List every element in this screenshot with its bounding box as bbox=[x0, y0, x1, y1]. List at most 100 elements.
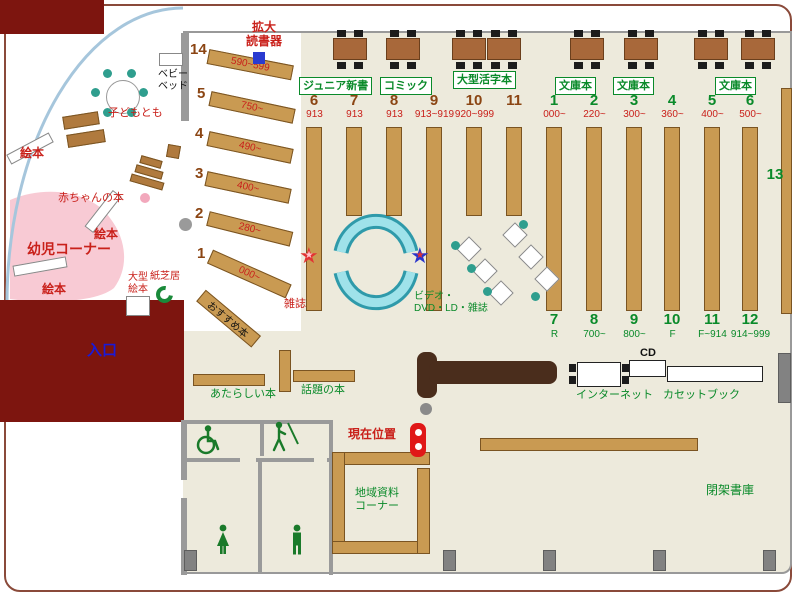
shelf-range: 400~ bbox=[701, 109, 724, 120]
shelf-range: 220~ bbox=[583, 109, 606, 120]
magnifier-label: 拡大 読書器 bbox=[245, 20, 282, 49]
chair-icon bbox=[491, 62, 500, 69]
shelf-range: 300~ bbox=[623, 109, 646, 120]
shelf-number: 12 bbox=[741, 311, 759, 328]
shelf-number: 7 bbox=[349, 92, 359, 109]
shelf-number: 5 bbox=[197, 85, 206, 102]
chair-dot bbox=[91, 88, 100, 97]
shelf-number: 6 bbox=[309, 92, 319, 109]
chair-dot bbox=[139, 88, 148, 97]
chair-icon bbox=[407, 62, 416, 69]
shelf-number: 7 bbox=[549, 311, 559, 328]
wall bbox=[329, 420, 333, 575]
chair-icon bbox=[698, 62, 707, 69]
chair-icon bbox=[762, 62, 771, 69]
service-counter bbox=[429, 361, 557, 384]
chair-icon bbox=[456, 62, 465, 69]
shelf-number: 2 bbox=[195, 205, 204, 222]
shelf-range: F bbox=[669, 329, 676, 340]
round-sofa-bottom bbox=[336, 270, 416, 308]
shelf-range: F~914 bbox=[698, 329, 727, 340]
shelf-range: 700~ bbox=[583, 329, 606, 340]
star-inner: ★ bbox=[415, 250, 425, 261]
local-materials-shelf bbox=[332, 452, 345, 554]
chair-icon bbox=[337, 30, 346, 37]
section-label-bunko: 文庫本 bbox=[613, 77, 654, 95]
internet-table bbox=[577, 362, 621, 387]
chair-icon bbox=[354, 30, 363, 37]
chair-icon bbox=[762, 30, 771, 37]
bookshelf-column bbox=[704, 127, 720, 311]
shelf-range: 800~ bbox=[623, 329, 646, 340]
shelf-number: 8 bbox=[389, 92, 399, 109]
reading-table bbox=[694, 38, 728, 60]
section-label-large-print: 大型活字本 bbox=[453, 71, 516, 89]
current-location-label: 現在位置 bbox=[348, 427, 397, 441]
local-materials-label: 地域資料 コーナー bbox=[355, 487, 399, 512]
shelf-number: 14 bbox=[190, 41, 207, 58]
chair-icon bbox=[745, 30, 754, 37]
shelf-range: 280~ bbox=[237, 220, 262, 237]
chair-dot bbox=[103, 69, 112, 78]
chair-icon bbox=[628, 62, 637, 69]
chair-icon bbox=[628, 30, 637, 37]
chair-dot bbox=[483, 287, 492, 296]
chair-icon bbox=[390, 62, 399, 69]
man-icon bbox=[293, 524, 301, 555]
video-dvd-label: ビデオ・ DVD・LD・雑誌 bbox=[414, 291, 488, 314]
shelf-range: 913 bbox=[386, 109, 403, 120]
pillar bbox=[543, 550, 556, 571]
woman-icon bbox=[217, 524, 229, 554]
baby-books-label: 赤ちゃんの本 bbox=[58, 192, 124, 204]
section-label-bunko: 文庫本 bbox=[715, 77, 756, 95]
magnifier-device bbox=[253, 52, 265, 64]
local-materials-shelf bbox=[332, 541, 430, 554]
topic-books-label: 話題の本 bbox=[301, 384, 345, 396]
chair-icon bbox=[715, 30, 724, 37]
pillar bbox=[184, 550, 197, 571]
entrance-label: 入口 bbox=[87, 342, 118, 359]
bookshelf-column bbox=[742, 127, 758, 311]
wall bbox=[181, 33, 189, 121]
pillar-round bbox=[420, 403, 432, 415]
section-label-comic: コミック bbox=[380, 77, 432, 95]
bookshelf-column bbox=[546, 127, 562, 311]
round-sofa-top bbox=[336, 216, 416, 254]
wall bbox=[260, 420, 264, 456]
current-location-marker bbox=[410, 423, 426, 457]
chair-icon bbox=[456, 30, 465, 37]
chair-icon bbox=[745, 62, 754, 69]
cassette-label: カセットブック bbox=[663, 389, 740, 401]
infant-corner-label: 幼児コーナー bbox=[27, 241, 111, 257]
curved-wall bbox=[5, 6, 184, 304]
chair-icon bbox=[591, 30, 600, 37]
chair-dot bbox=[127, 108, 136, 117]
shelf-number: 4 bbox=[195, 125, 204, 142]
shelf-number: 3 bbox=[195, 165, 204, 182]
kids-stool bbox=[165, 143, 182, 160]
bookshelf-column bbox=[346, 127, 362, 216]
reading-table bbox=[452, 38, 486, 60]
shelf-range: 914~999 bbox=[730, 329, 771, 340]
shelf-range: 913~919 bbox=[414, 109, 455, 120]
shelf-number: 10 bbox=[663, 311, 681, 328]
entrance-block bbox=[0, 300, 184, 422]
shelf-number: 1 bbox=[197, 245, 206, 262]
chair-icon bbox=[622, 364, 629, 372]
bookshelf-column bbox=[586, 127, 602, 311]
reading-table bbox=[741, 38, 775, 60]
chair-icon bbox=[622, 376, 629, 384]
chair-icon bbox=[645, 30, 654, 37]
kamishibai-label: 紙芝居 bbox=[150, 271, 180, 282]
star-marker-blue: ★★ bbox=[410, 243, 430, 268]
shelf-number: 8 bbox=[589, 311, 599, 328]
pillar bbox=[653, 550, 666, 571]
star-marker-red: ★★ bbox=[299, 243, 319, 268]
shelf-range: R bbox=[550, 329, 559, 340]
chair-dot bbox=[467, 264, 476, 273]
bookshelf-column bbox=[664, 127, 680, 311]
chair-icon bbox=[407, 30, 416, 37]
chair-icon bbox=[337, 62, 346, 69]
topic-books-shelf bbox=[293, 370, 355, 382]
